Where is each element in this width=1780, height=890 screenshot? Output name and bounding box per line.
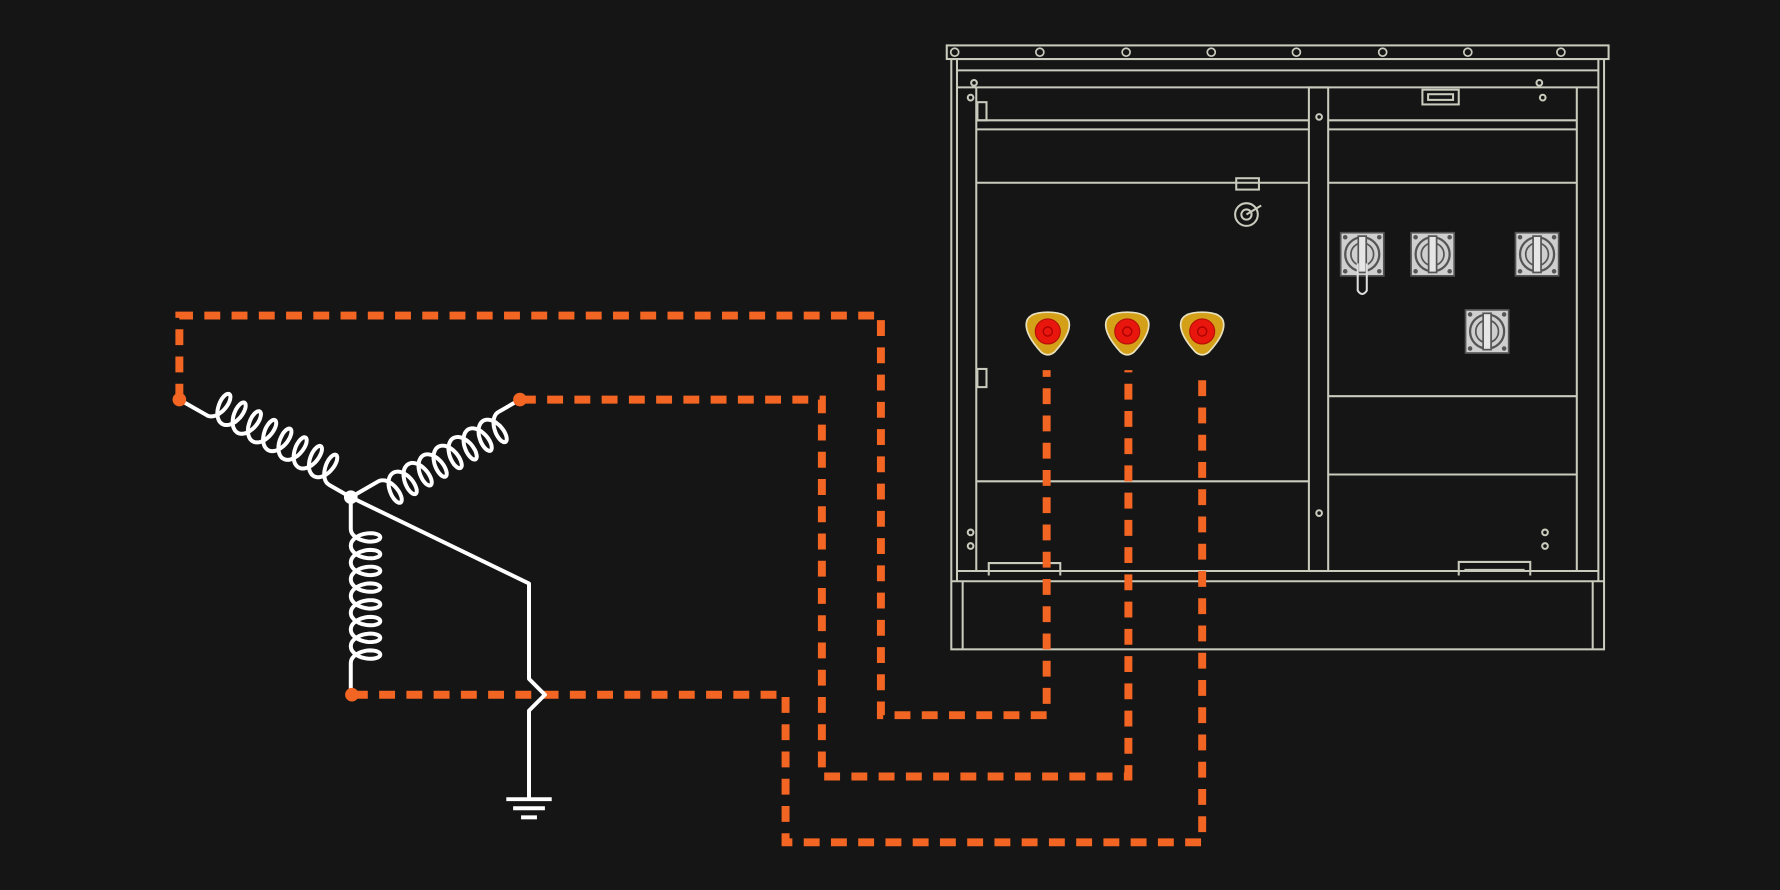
bolt — [1462, 47, 1473, 58]
bolt — [1035, 47, 1045, 58]
ground-icon — [506, 797, 552, 820]
winding-c-coil — [348, 497, 383, 695]
gauge-icon — [1234, 202, 1262, 227]
bushing — [1025, 311, 1071, 356]
neutral-node — [343, 490, 358, 505]
terminal-a[interactable] — [172, 392, 187, 407]
wye-transformer — [172, 391, 552, 820]
gauge-mount — [1235, 177, 1260, 191]
connection-phase-c — [351, 370, 1207, 847]
rotary-switch[interactable] — [1514, 231, 1560, 277]
switchgear-cabinet — [945, 44, 1610, 651]
rotary-switch[interactable] — [1410, 231, 1456, 277]
cabinet-top-rail — [945, 44, 1610, 61]
bolt — [1121, 47, 1131, 58]
bolt — [1291, 47, 1302, 58]
bushing — [1179, 311, 1225, 356]
bolt — [1556, 47, 1566, 58]
top-bolts — [949, 47, 1566, 58]
connection-phase-b — [519, 370, 1133, 781]
hinge — [976, 101, 988, 122]
rotary-switch[interactable] — [1339, 231, 1385, 296]
door-handle[interactable] — [1457, 560, 1532, 576]
winding-a-coil — [178, 391, 352, 499]
connection-phase-a — [175, 311, 1051, 720]
terminal-c[interactable] — [345, 687, 359, 702]
padlock-shackle — [1356, 263, 1368, 296]
hinge — [976, 367, 988, 389]
rotary-switch[interactable] — [1464, 309, 1510, 354]
bolt — [1377, 47, 1388, 58]
terminal-b[interactable] — [513, 392, 527, 407]
bushing — [1104, 311, 1150, 356]
bolt — [949, 47, 960, 58]
neutral-resistor-lead — [349, 495, 547, 800]
bolt — [1206, 47, 1217, 58]
vent-slot — [1421, 88, 1460, 106]
winding-b-coil — [349, 397, 521, 505]
door-handle[interactable] — [987, 562, 1062, 576]
